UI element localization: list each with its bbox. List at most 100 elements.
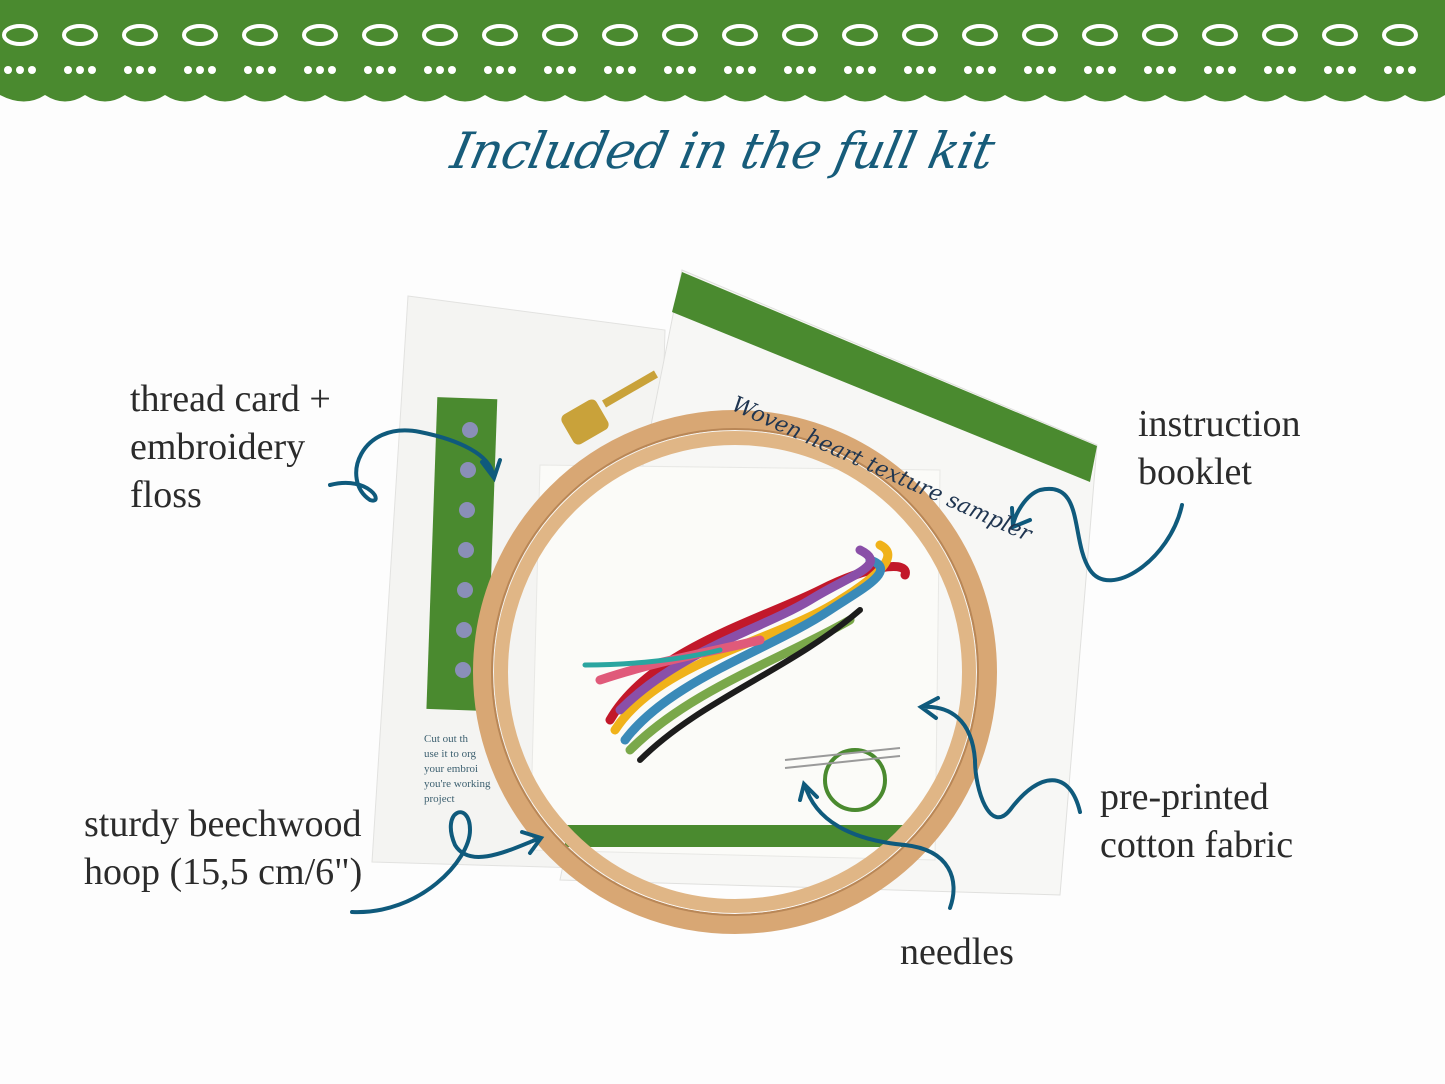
- lace-dot: [88, 66, 96, 74]
- lace-dot: [1096, 66, 1104, 74]
- lace-flower: [122, 24, 158, 46]
- lace-flower: [602, 24, 638, 46]
- lace-flower: [1022, 24, 1058, 46]
- lace-dot: [388, 66, 396, 74]
- lace-dot: [1156, 66, 1164, 74]
- lace-dot: [1216, 66, 1224, 74]
- arrow-thread-card: [328, 428, 502, 503]
- lace-dot: [904, 66, 912, 74]
- lace-flower: [302, 24, 338, 46]
- floss-holes: [455, 422, 478, 678]
- lace-dot: [148, 66, 156, 74]
- lace-dot: [208, 66, 216, 74]
- lace-flower: [962, 24, 998, 46]
- lace-dot: [244, 66, 252, 74]
- lace-dot: [796, 66, 804, 74]
- hoop-screw: [561, 370, 658, 445]
- lace-flower: [2, 24, 38, 46]
- arrow-hoop: [350, 810, 545, 915]
- lace-dot: [568, 66, 576, 74]
- lace-dot: [448, 66, 456, 74]
- lace-dot: [976, 66, 984, 74]
- lace-flower: [62, 24, 98, 46]
- lace-flower: [902, 24, 938, 46]
- lace-flower: [842, 24, 878, 46]
- lace-dot: [496, 66, 504, 74]
- lace-dot: [1348, 66, 1356, 74]
- label-instruction-booklet: instruction booklet: [1138, 403, 1301, 493]
- annotation-arrows: [328, 428, 1184, 915]
- lace-dot: [664, 66, 672, 74]
- lace-dot: [844, 66, 852, 74]
- lace-dot: [76, 66, 84, 74]
- lace-dot: [688, 66, 696, 74]
- fabric-lace: [565, 825, 905, 847]
- lace-dot: [736, 66, 744, 74]
- lace-dot: [64, 66, 72, 74]
- fabric-logo: [823, 748, 887, 812]
- lace-dot: [556, 66, 564, 74]
- lace-dot: [1264, 66, 1272, 74]
- lace-dot: [424, 66, 432, 74]
- green-lace-border: [0, 0, 1445, 102]
- lace-dot: [364, 66, 372, 74]
- lace-flower: [782, 24, 818, 46]
- lace-dot: [616, 66, 624, 74]
- booklet-lace: [672, 272, 1097, 482]
- lace-flower: [542, 24, 578, 46]
- lace-flower: [242, 24, 278, 46]
- lace-dot: [268, 66, 276, 74]
- lace-flower: [1262, 24, 1298, 46]
- lace-dot: [136, 66, 144, 74]
- lace-dot: [1276, 66, 1284, 74]
- lace-flower: [1382, 24, 1418, 46]
- lace-dot: [1324, 66, 1332, 74]
- lace-flower: [482, 24, 518, 46]
- lace-dot: [604, 66, 612, 74]
- lace-dot: [928, 66, 936, 74]
- lace-dot: [988, 66, 996, 74]
- lace-dot: [328, 66, 336, 74]
- lace-dot: [4, 66, 12, 74]
- lace-flower: [662, 24, 698, 46]
- label-hoop: sturdy beechwood hoop (15,5 cm/6"): [84, 803, 363, 893]
- lace-dot: [316, 66, 324, 74]
- lace-dot: [856, 66, 864, 74]
- lace-dot: [964, 66, 972, 74]
- lace-dot: [1408, 66, 1416, 74]
- lace-dot: [748, 66, 756, 74]
- lace-flower: [422, 24, 458, 46]
- lace-dot: [676, 66, 684, 74]
- lace-dot: [544, 66, 552, 74]
- embroidery-hoop-outer: [473, 410, 997, 934]
- lace-dot: [1084, 66, 1092, 74]
- arrow-fabric: [917, 696, 1082, 820]
- arrow-booklet: [1010, 486, 1184, 583]
- lace-dot: [184, 66, 192, 74]
- lace-dot: [1336, 66, 1344, 74]
- lace-dot: [1144, 66, 1152, 74]
- lace-dot: [808, 66, 816, 74]
- lace-dot: [124, 66, 132, 74]
- lace-dot: [868, 66, 876, 74]
- lace-flower: [1082, 24, 1118, 46]
- arrow-needles: [798, 780, 956, 910]
- lace-dot: [508, 66, 516, 74]
- lace-dot: [1288, 66, 1296, 74]
- lace-dot: [724, 66, 732, 74]
- lace-dot: [628, 66, 636, 74]
- label-thread-card: thread card + embroidery floss: [130, 378, 331, 516]
- lace-dot: [1024, 66, 1032, 74]
- lace-dot: [256, 66, 264, 74]
- lace-flower: [1322, 24, 1358, 46]
- lace-dot: [28, 66, 36, 74]
- lace-flower: [722, 24, 758, 46]
- lace-dot: [1108, 66, 1116, 74]
- lace-dot: [1036, 66, 1044, 74]
- lace-flower: [1142, 24, 1178, 46]
- thread-card-text: Cut out th use it to org your embroi you…: [424, 733, 491, 805]
- lace-dot: [436, 66, 444, 74]
- lace-dot: [304, 66, 312, 74]
- lace-dot: [196, 66, 204, 74]
